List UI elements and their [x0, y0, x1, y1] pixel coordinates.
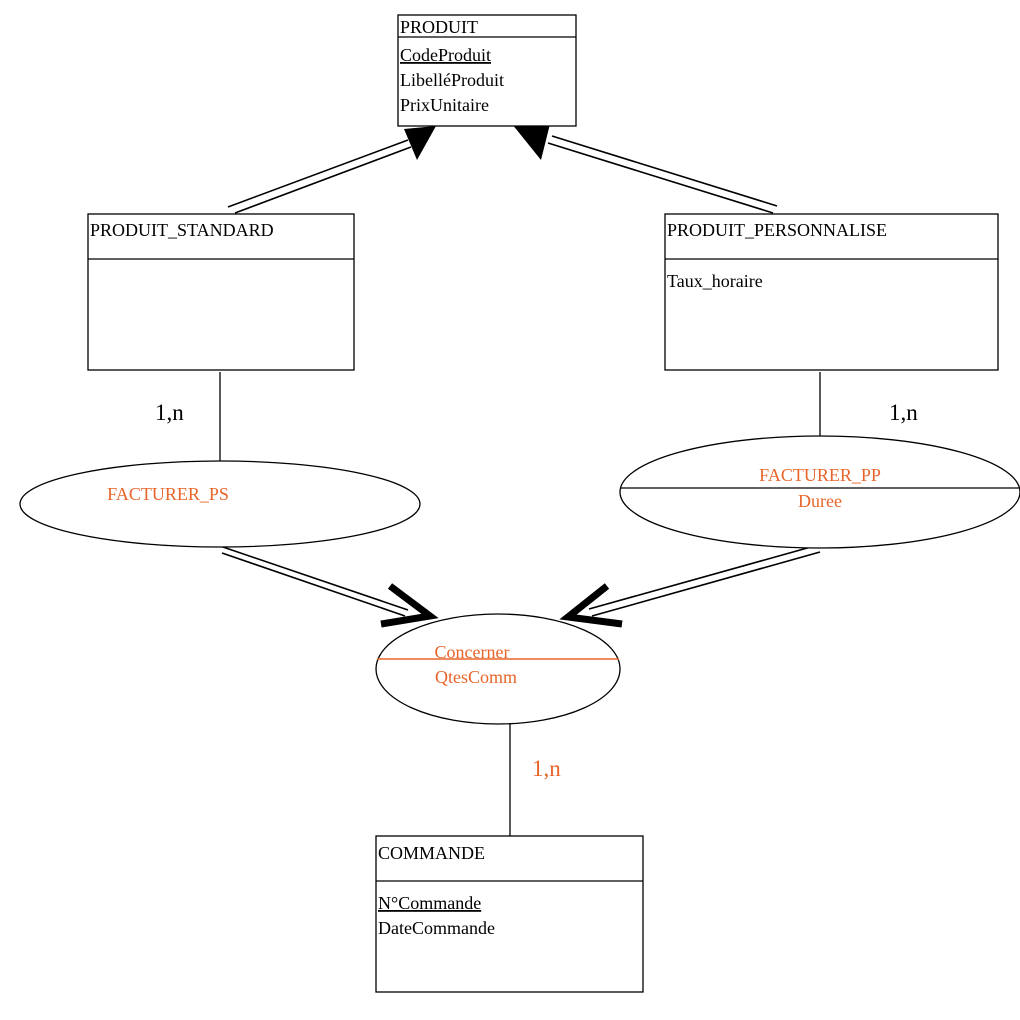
- entity-title: PRODUIT_STANDARD: [90, 220, 274, 240]
- association-ellipse: [19, 460, 421, 548]
- arrow-facturer-pp-to-concerner: [559, 544, 821, 628]
- entity-title: COMMANDE: [378, 843, 485, 863]
- cardinality-pp-facturer: 1,n: [889, 400, 918, 425]
- inheritance-arrow-standard: [227, 126, 436, 214]
- entity-box: [664, 213, 999, 371]
- entity-title: PRODUIT_PERSONNALISE: [667, 220, 887, 240]
- entity-produit-personnalise: PRODUIT_PERSONNALISE Taux_horaire: [664, 213, 999, 371]
- entity-produit-standard: PRODUIT_STANDARD: [87, 213, 355, 371]
- attribute-code-produit: CodeProduit: [400, 45, 491, 65]
- attribute-date-commande: DateCommande: [378, 918, 495, 938]
- arrowhead-icon: [559, 583, 623, 628]
- entity-title: PRODUIT: [400, 17, 478, 37]
- association-title: FACTURER_PP: [759, 465, 881, 485]
- association-attribute-qtescomm: QtesComm: [435, 667, 517, 687]
- entity-box: [397, 14, 577, 127]
- attribute-libelle-produit: LibelléProduit: [400, 70, 504, 90]
- arrowhead-icon: [380, 583, 439, 628]
- arrowhead-icon: [404, 126, 436, 160]
- attribute-prix-unitaire: PrixUnitaire: [400, 95, 489, 115]
- association-facturer-ps: FACTURER_PS: [19, 460, 421, 548]
- arrowhead-icon: [512, 120, 551, 160]
- entity-produit: PRODUIT CodeProduit LibelléProduit PrixU…: [397, 14, 577, 127]
- entity-commande: COMMANDE N°Commande DateCommande: [375, 835, 644, 993]
- association-attribute-duree: Duree: [798, 491, 842, 511]
- inheritance-arrow-personnalise: [512, 120, 778, 214]
- cardinality-ps-facturer: 1,n: [155, 400, 184, 425]
- association-title: FACTURER_PS: [107, 484, 229, 504]
- entity-box: [375, 835, 644, 993]
- cardinality-concerner-commande: 1,n: [532, 756, 561, 781]
- association-concerner: Concerner QtesComm: [375, 613, 621, 725]
- entity-box: [87, 213, 355, 371]
- association-facturer-pp: FACTURER_PP Duree: [619, 435, 1020, 549]
- association-ellipse: [619, 435, 1020, 549]
- arrow-facturer-ps-to-concerner: [219, 545, 439, 628]
- association-ellipse: [375, 613, 621, 725]
- attribute-numero-commande: N°Commande: [378, 893, 481, 913]
- association-title: Concerner: [435, 642, 510, 662]
- attribute-taux-horaire: Taux_horaire: [667, 271, 763, 291]
